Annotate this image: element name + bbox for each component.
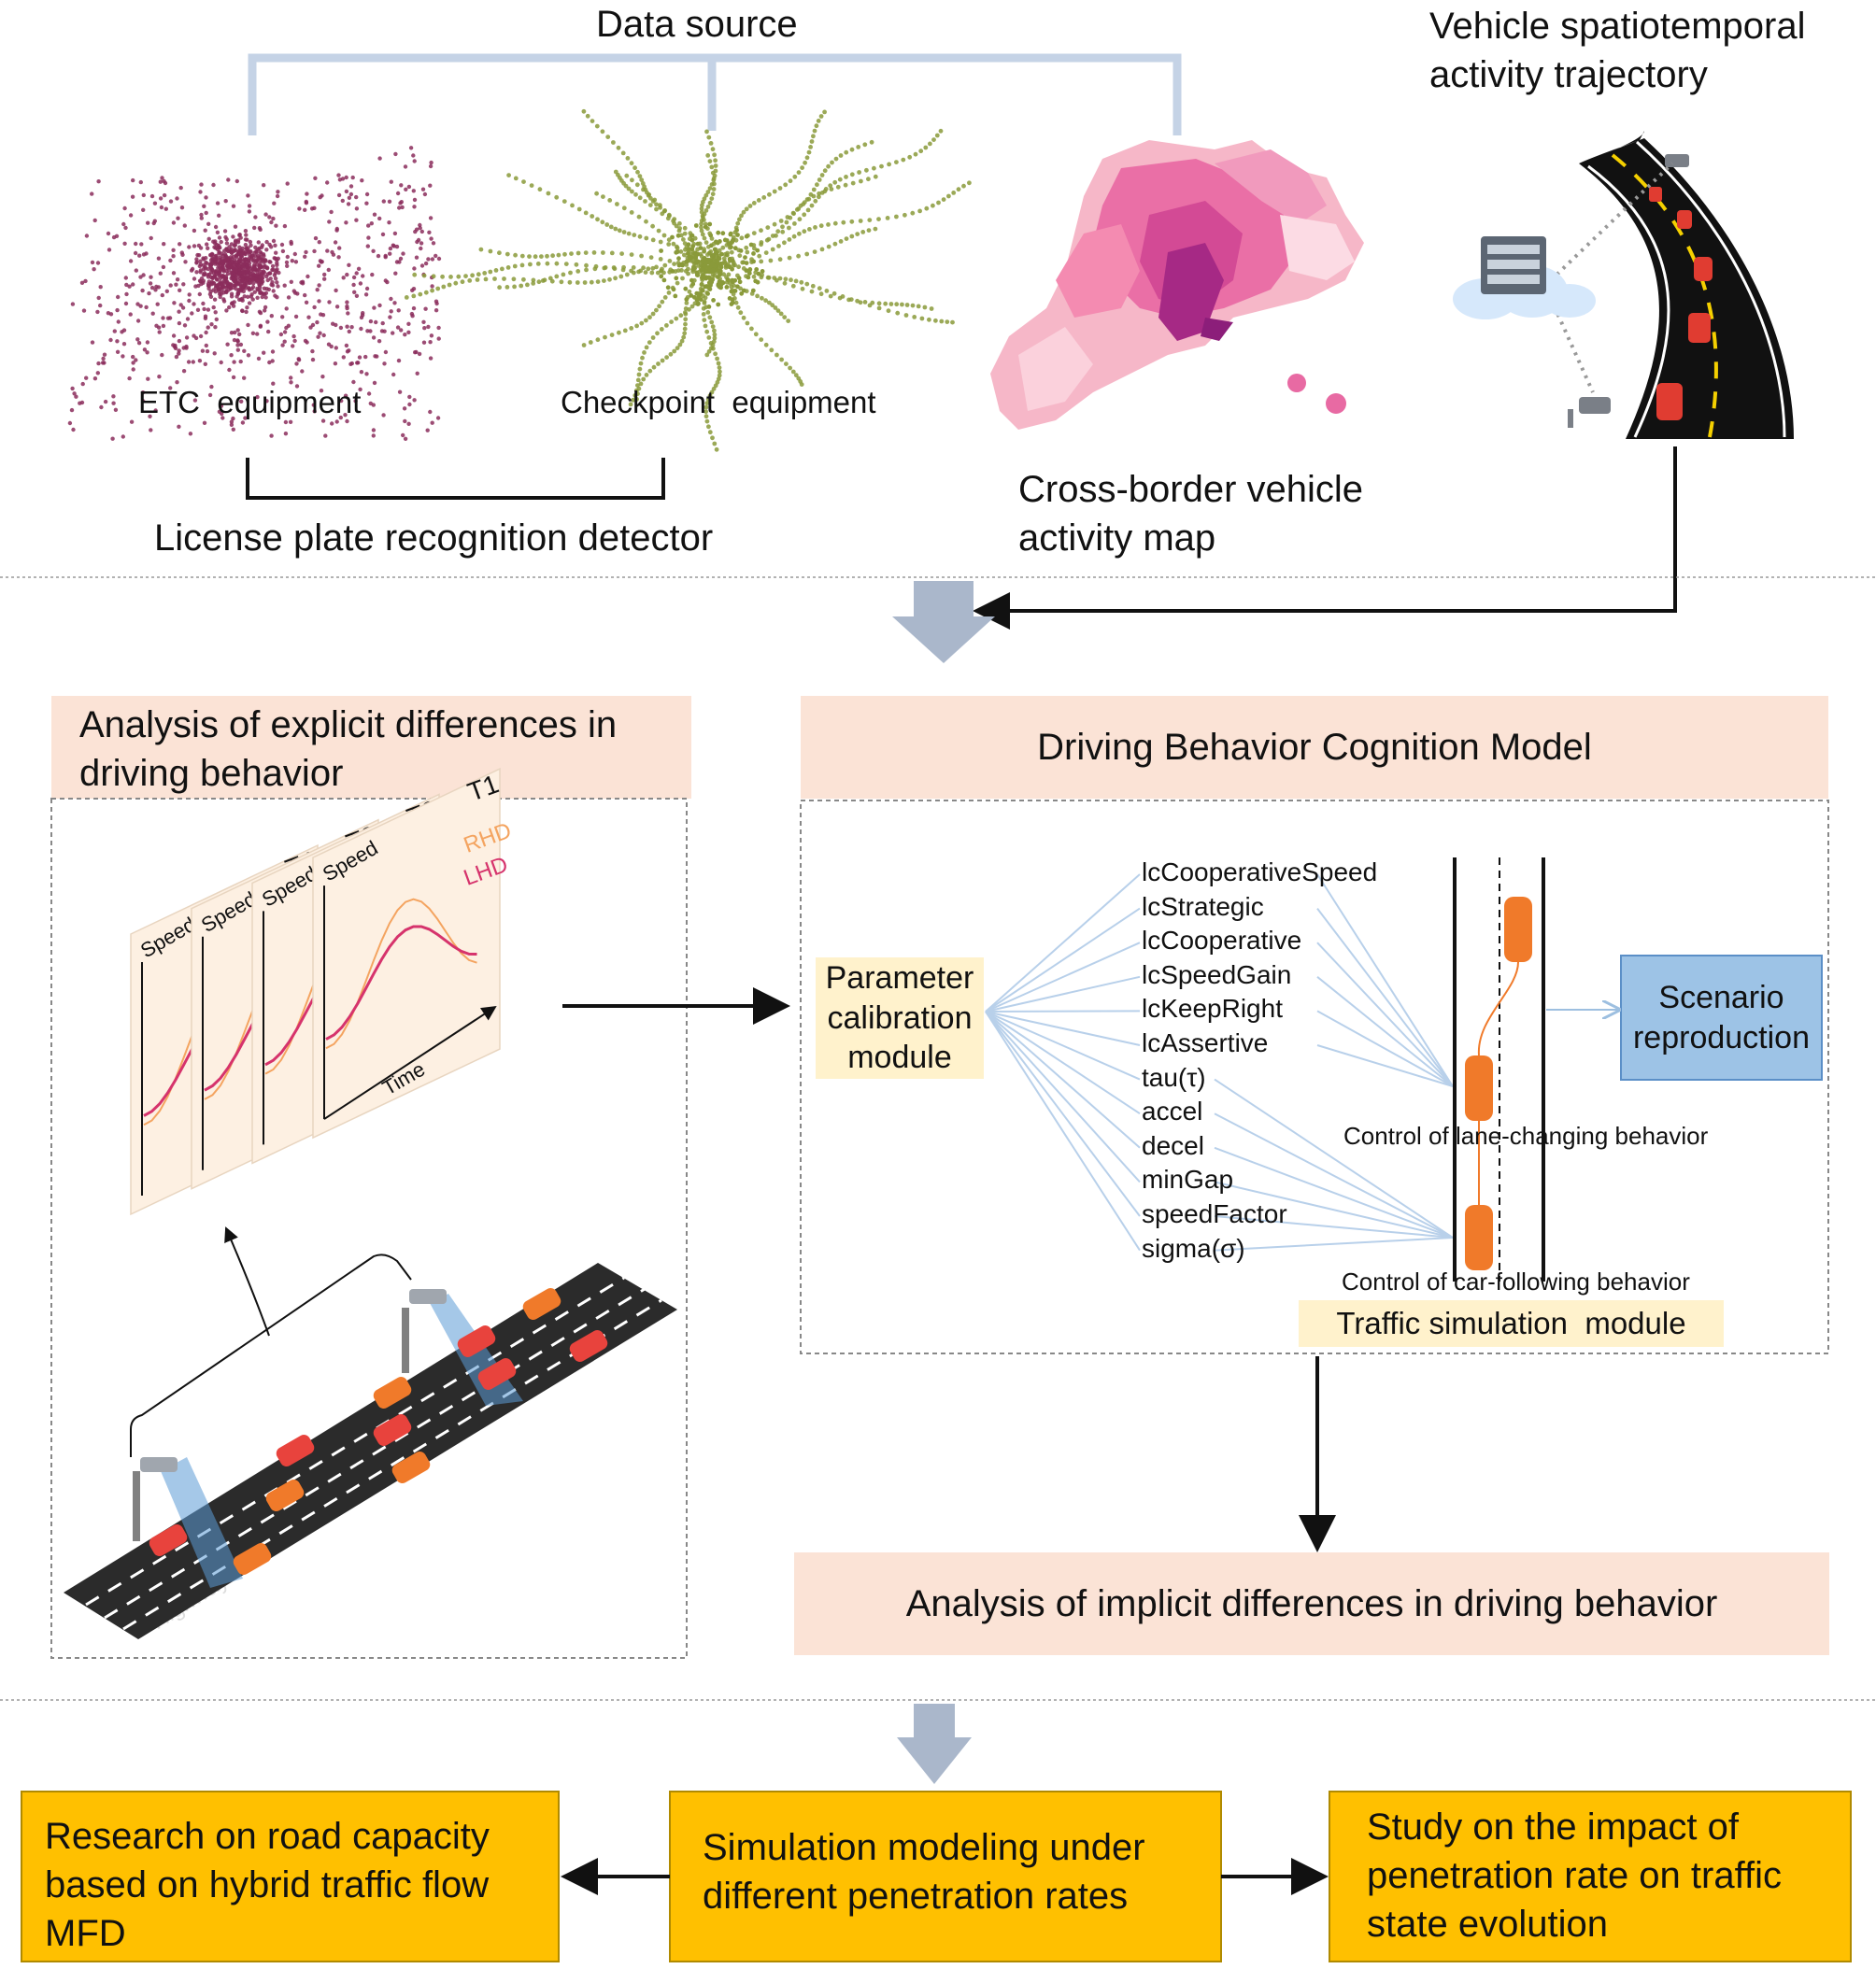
checkpoint-equipment-label: Checkpoint equipment [561,385,876,419]
parameter-item: lcStrategic [1142,891,1264,921]
data-source-bracket [248,53,1182,135]
outcome-right: Study on the impact of penetration rate … [1367,1806,1782,1945]
lpr-detector-label: License plate recognition detector [154,517,714,559]
down-block-arrow-bottom [897,1704,972,1784]
explicit-title: Analysis of explicit differences in driv… [79,704,618,794]
simulation-module: Traffic simulation module [1336,1305,1686,1340]
parameter-item: lcCooperativeSpeed [1142,857,1378,886]
lpr-bracket [246,458,665,500]
trajectory-to-analysis-connector [973,446,1677,630]
cross-border-label: Cross-border vehicle activity map [1018,469,1364,559]
vehicle-trajectory-illustration [1453,131,1794,439]
outcome-left-bg [21,1791,560,1962]
outcome-right-bg [1329,1791,1852,1962]
implicit-title: Analysis of implicit differences in driv… [905,1583,1718,1624]
scenario-box-bg [1620,955,1823,1081]
highway-illustration [64,1226,677,1639]
checkpoint-equipment-map [404,108,972,452]
outcome-left: Research on road capacity based on hybri… [45,1816,490,1954]
cross-border-activity-map [990,140,1364,430]
lane-diagram [1453,857,1545,1282]
data-source-title: Data source [596,4,798,45]
parameter-item: lcSpeedGain [1142,959,1292,989]
etc-equipment-label: ETC equipment [138,385,362,419]
parameter-item: lcKeepRight [1142,994,1283,1024]
calibration-box-bg [816,957,984,1079]
explicit-header-bg [51,696,691,799]
parameter-item: lcCooperative [1142,926,1302,956]
etc-equipment-map [67,146,442,441]
scenario-reproduction: Scenario reproduction [1632,980,1810,1055]
trajectory-label: Vehicle spatiotemporal activity trajecto… [1429,6,1806,95]
parameter-item: tau(τ) [1142,1062,1206,1092]
lane-change-label: Control of lane-changing behavior [1343,1122,1709,1150]
parameter-item: lcAssertive [1142,1028,1269,1057]
parameter-item: sigma(σ) [1142,1233,1245,1263]
cognition-box [800,800,1829,1354]
parameter-item: accel [1142,1097,1203,1126]
parameter-item: minGap [1142,1165,1234,1195]
parameter-item: decel [1142,1130,1204,1160]
outcome-center: Simulation modeling under different pene… [703,1827,1145,1917]
parameter-item: speedFactor [1142,1199,1287,1228]
down-block-arrow-top [892,581,995,663]
calibration-module: Parameter calibration module [825,960,974,1076]
explicit-box [50,798,688,1659]
cognition-header-bg [801,696,1828,799]
car-following-label: Control of car-following behavior [1342,1268,1690,1296]
parameter-fan-lines [985,873,1454,1252]
speed-time-panels: T4SpeedT3SpeedT2SpeedT1SpeedTimeRHDLHDHi… [130,767,515,1635]
implicit-box-bg [794,1552,1829,1655]
simulation-box-bg [1299,1300,1724,1347]
cognition-title: Driving Behavior Cognition Model [1037,727,1592,768]
outcome-center-bg [669,1791,1222,1962]
